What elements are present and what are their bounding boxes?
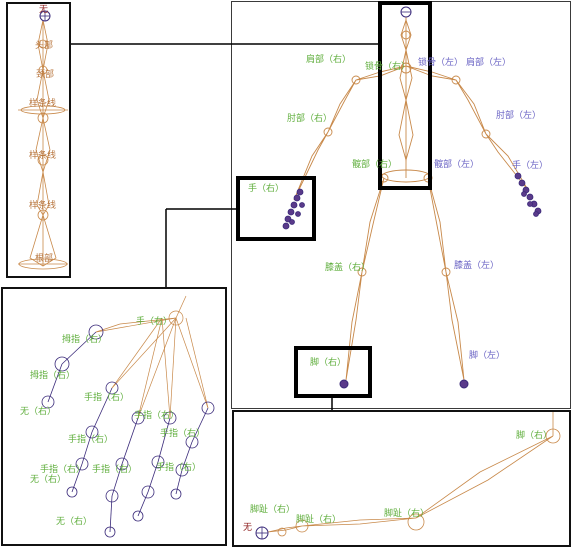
spine-rig <box>18 19 68 270</box>
label-hand-right: 手（右） <box>248 182 284 194</box>
spine-label-neck: 颈部 <box>36 68 54 80</box>
label-foot-left: 脚（左） <box>469 349 505 361</box>
foot-label-toe-3: 脚趾（右） <box>250 503 295 515</box>
finger-bones <box>41 324 215 538</box>
hand-label-thumb-1: 拇指（右） <box>62 333 107 345</box>
foot-panel <box>232 410 571 547</box>
spine-label-spline-3: 样条线 <box>29 199 56 211</box>
foot-label-toe-2: 脚趾（右） <box>296 513 341 525</box>
left-foot-effector <box>459 379 469 389</box>
hand-label-finger-3: 手指（右） <box>68 433 113 445</box>
label-hip-right: 髋部（右） <box>352 158 397 170</box>
spine-highlight-frame <box>378 1 432 190</box>
spine-label-none: 无 <box>39 4 48 15</box>
hand-label-finger-6: 手指（右） <box>92 463 137 475</box>
hand-rig <box>95 295 209 419</box>
left-hand-effector <box>514 172 542 217</box>
label-clavicle-left: 锁骨（左） <box>418 56 463 68</box>
hand-label-finger-5: 手指（右） <box>40 463 85 475</box>
right-hand-effector <box>282 188 305 230</box>
label-clavicle-right: 锁骨（右） <box>365 60 410 72</box>
label-knee-left: 膝盖（左） <box>454 259 499 271</box>
label-hip-left: 髋部（左） <box>434 158 479 170</box>
hand-label-hand: 手（右） <box>136 315 172 327</box>
hand-highlight-frame <box>236 176 316 241</box>
label-foot-right: 脚（右） <box>310 356 346 368</box>
label-elbow-left: 肘部（左） <box>496 109 541 121</box>
foot-label-foot: 脚（右） <box>516 429 552 441</box>
body-rig <box>293 13 529 381</box>
hand-label-none-3: 无（右） <box>56 515 92 527</box>
foot-label-none: 无 <box>243 522 252 533</box>
label-elbow-right: 肘部（右） <box>287 112 332 124</box>
label-knee-right: 膝盖（右） <box>325 261 370 273</box>
spine-label-spline-1: 样条线 <box>29 97 56 109</box>
foot-label-toe-1: 脚趾（右） <box>384 507 429 519</box>
hand-label-finger-4: 手指（右） <box>160 427 205 439</box>
foot-rig <box>267 412 561 537</box>
hand-label-none-1: 无（右） <box>20 405 56 417</box>
spine-label-pelvis: 根部 <box>35 252 53 264</box>
spine-label-spline-2: 样条线 <box>29 149 56 161</box>
hand-label-finger-7: 手指（右） <box>156 461 201 473</box>
hand-label-finger-2: 手指（右） <box>134 409 179 421</box>
hand-label-finger-1: 手指（右） <box>84 391 129 403</box>
label-shoulder-right: 肩部（右） <box>306 53 351 65</box>
label-shoulder-left: 肩部（左） <box>466 56 511 68</box>
right-foot-effector <box>339 379 349 389</box>
hand-label-none-2: 无（右） <box>30 473 66 485</box>
hand-label-thumb-2: 拇指（右） <box>30 369 75 381</box>
spine-label-head: 头部 <box>35 39 53 51</box>
foot-highlight-frame <box>294 346 372 398</box>
label-hand-left: 手（左） <box>512 159 548 171</box>
